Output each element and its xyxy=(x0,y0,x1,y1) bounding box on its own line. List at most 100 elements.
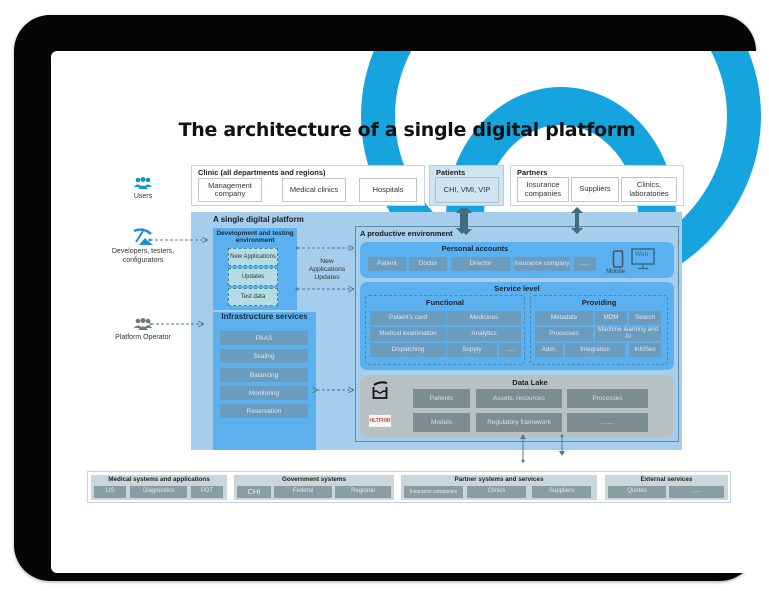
clinic-group: Clinic (all departments and regions) Man… xyxy=(191,165,425,206)
users-icon xyxy=(134,177,152,189)
data-lake-tile: Assets, resources xyxy=(476,389,562,408)
slide: The architecture of a single digital pla… xyxy=(51,51,763,573)
external-tile: Federal xyxy=(274,486,332,498)
external-tile: Quotes xyxy=(608,486,666,498)
patients-item: CHI, VMI, VIP xyxy=(435,177,499,203)
providing-tile: InfoSec xyxy=(629,343,661,357)
providing-tile: MDM xyxy=(595,311,627,325)
data-lake-icon xyxy=(372,381,388,399)
external-group-medical: Medical systems and applications LIS Dia… xyxy=(91,475,227,500)
providing-tile: Processes xyxy=(535,327,593,341)
functional-group: Functional Patient's card Medicines Medi… xyxy=(365,295,525,365)
double-arrow-icon xyxy=(460,207,472,235)
external-tile: Suppliers xyxy=(532,486,591,498)
external-tile: CHI xyxy=(237,486,271,498)
page-title: The architecture of a single digital pla… xyxy=(178,119,636,141)
external-group-government: Government systems CHI Federal Regional xyxy=(234,475,394,500)
tablet-frame: The architecture of a single digital pla… xyxy=(14,15,763,581)
data-lake-tile: Models xyxy=(413,413,470,432)
providing-title: Providing xyxy=(581,298,617,307)
functional-tile: Supply xyxy=(447,343,497,357)
external-tile: PDT xyxy=(191,486,223,498)
account-tile: Doctor xyxy=(409,257,447,271)
external-group-title: Government systems xyxy=(281,476,347,483)
actor-users: Users xyxy=(113,177,173,202)
external-group-partners: Partner systems and services Insurance c… xyxy=(401,475,597,500)
infra-item: Reservation xyxy=(220,404,308,418)
external-tile: Clinics xyxy=(467,486,526,498)
pickaxe-icon xyxy=(133,228,153,245)
external-tile: ..... xyxy=(669,486,724,498)
partners-item: Suppliers xyxy=(571,177,619,202)
personal-accounts-title: Personal accounts xyxy=(441,244,509,253)
data-lake-tile: Processes xyxy=(567,389,648,408)
data-lake: Data Lake HLTFHIR Patients Assets, resou… xyxy=(360,375,674,437)
actor-label: Platform Operator xyxy=(115,334,171,341)
mobile-icon xyxy=(612,250,624,268)
providing-tile: Search xyxy=(629,311,661,325)
external-tile: Insurance companies xyxy=(404,486,463,498)
functional-tile: Medicines xyxy=(447,311,521,325)
clinic-item: Medical clinics xyxy=(282,178,346,202)
functional-title: Functional xyxy=(426,298,464,307)
infra-item: Scaling xyxy=(220,349,308,363)
external-tile: LIS xyxy=(94,486,126,498)
data-lake-tile: Regulatory framework xyxy=(476,413,562,432)
patients-group: Patients CHI, VMI, VIP xyxy=(429,165,504,206)
providing-tile: Adm. xyxy=(535,343,563,357)
actor-label: Users xyxy=(133,193,153,200)
operators-icon xyxy=(134,318,152,330)
web-label: Web xyxy=(635,251,649,258)
functional-tile: Patient's card xyxy=(370,311,446,325)
clinic-title: Clinic (all departments and regions) xyxy=(198,168,326,177)
functional-tile: Medical examination xyxy=(370,327,446,341)
partners-title: Partners xyxy=(517,168,548,177)
service-level-panel: Service level Functional Patient's card … xyxy=(360,282,674,370)
external-tile: Regional xyxy=(335,486,391,498)
providing-tile: Integration xyxy=(565,343,625,357)
dev-env-item: New Applications xyxy=(228,248,278,266)
account-tile: ...... xyxy=(574,257,596,271)
actor-platform-operator: Platform Operator xyxy=(113,318,173,343)
service-level-title: Service level xyxy=(494,284,540,293)
partners-item: Insurance companies xyxy=(517,177,569,202)
infra-title: Infrastructure services xyxy=(221,312,308,321)
external-group-services: External services Quotes ..... xyxy=(605,475,728,500)
functional-tile: ..... xyxy=(499,343,521,357)
providing-tile: Metadata xyxy=(535,311,593,325)
personal-accounts-panel: Personal accounts Patient Doctor Directo… xyxy=(360,242,674,278)
account-tile: Director xyxy=(451,257,510,271)
infra-item: PAAS xyxy=(220,331,308,345)
patients-title: Patients xyxy=(436,168,466,177)
account-tile: Insurance company xyxy=(514,257,570,271)
data-lake-tile: Patients xyxy=(413,389,470,408)
functional-tile: Dispatching xyxy=(370,343,446,357)
account-tile: Patient xyxy=(368,257,406,271)
dev-env-item: Test data xyxy=(228,288,278,306)
clinic-item: Management company xyxy=(198,178,262,202)
external-group-title: Partner systems and services xyxy=(454,476,544,483)
external-tile: Diagnostics xyxy=(130,486,187,498)
digital-platform: A single digital platform Development an… xyxy=(191,212,682,450)
external-systems: Medical systems and applications LIS Dia… xyxy=(87,471,731,503)
dev-testing-environment: Development and testing environment New … xyxy=(213,228,297,310)
partners-group: Partners Insurance companies Suppliers C… xyxy=(510,165,684,206)
actor-label: Developers, testers, configurators xyxy=(111,248,175,264)
web-monitor-icon xyxy=(631,248,655,270)
providing-tile: Machine learning and AI xyxy=(595,327,661,341)
infra-item: Monitoring xyxy=(220,386,308,400)
prod-title: A productive environment xyxy=(360,229,453,238)
productive-environment: A productive environment Personal accoun… xyxy=(355,226,679,442)
clinic-item: Hospitals xyxy=(359,178,417,202)
data-lake-title: Data Lake xyxy=(512,378,548,387)
platform-title: A single digital platform xyxy=(213,215,304,224)
external-group-title: External services xyxy=(640,476,693,483)
functional-tile: Analytics xyxy=(447,327,521,341)
partners-item: Clinics, laboratories xyxy=(621,177,677,202)
providing-group: Providing Metadata MDM Search Processes … xyxy=(530,295,668,365)
infra-item: Balancing xyxy=(220,368,308,382)
dev-flow-label: New Applications Updates xyxy=(308,258,346,281)
mobile-label: Mobile xyxy=(606,268,626,275)
external-group-title: Medical systems and applications xyxy=(108,476,210,483)
dev-env-title: Development and testing environment xyxy=(216,230,294,245)
